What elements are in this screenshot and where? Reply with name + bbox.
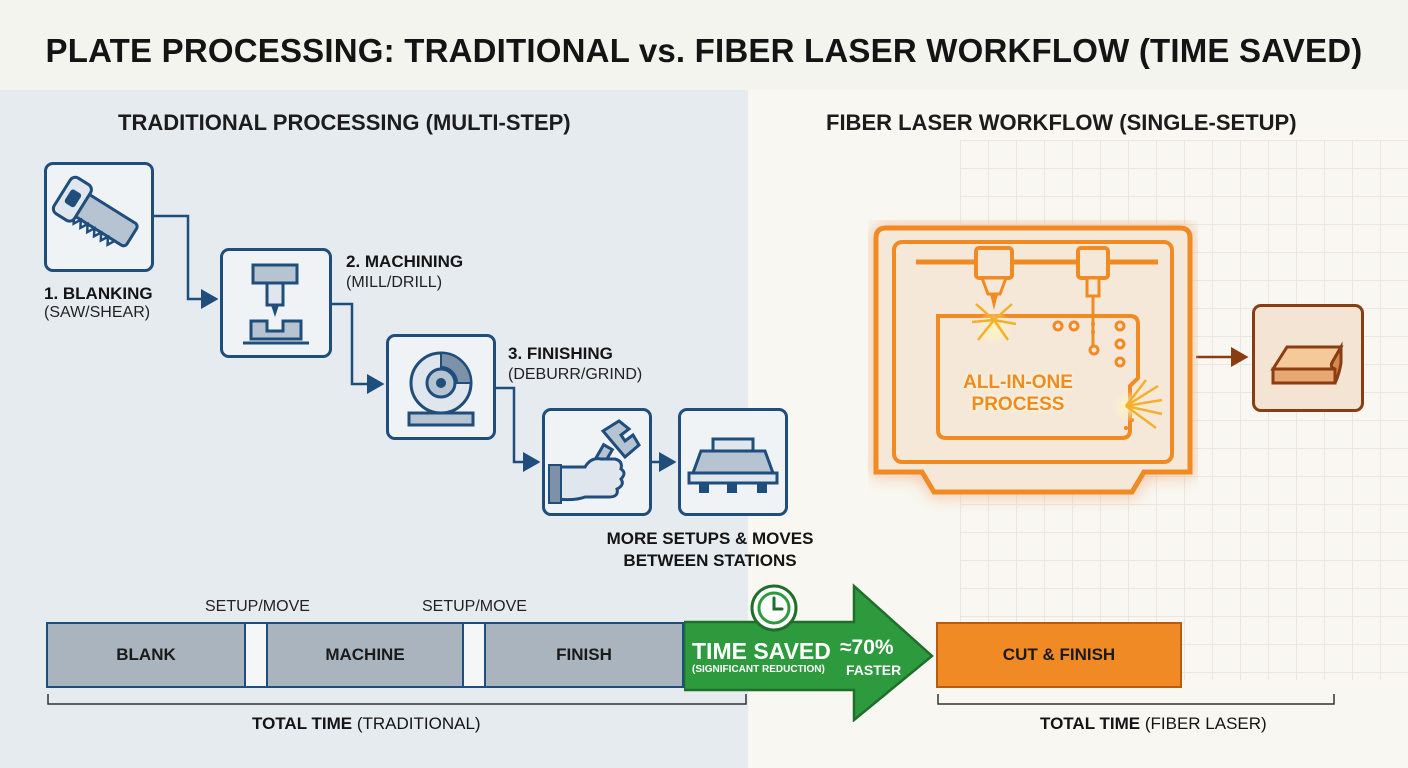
time-saved-percent: ≈70% xyxy=(840,636,894,659)
total-time-traditional-bold: TOTAL TIME xyxy=(252,714,353,733)
all-in-one-line-2: PROCESS xyxy=(971,394,1065,415)
saw-icon xyxy=(51,175,139,248)
finished-part-box xyxy=(1252,304,1364,412)
mill-icon xyxy=(243,263,309,345)
time-saved-arrow xyxy=(684,583,934,722)
timeline-gap-1 xyxy=(246,622,266,688)
time-saved-title: TIME SAVED xyxy=(692,638,831,664)
traditional-heading: TRADITIONAL PROCESSING (MULTI-STEP) xyxy=(118,110,571,135)
step-2-sub: (MILL/DRILL) xyxy=(346,274,443,291)
grinder-icon xyxy=(407,351,475,427)
finished-part-icon xyxy=(1270,341,1344,385)
station-table-icon xyxy=(687,437,779,493)
timeline-gap-2 xyxy=(464,622,484,688)
manual-work-box xyxy=(542,408,652,516)
total-time-laser: TOTAL TIME (FIBER LASER) xyxy=(1040,714,1267,734)
finishing-box xyxy=(386,334,496,440)
total-time-laser-bold: TOTAL TIME xyxy=(1040,714,1141,733)
timeline-segment-cut-finish: CUT & FINISH xyxy=(936,622,1182,688)
total-time-traditional-rest: (TRADITIONAL) xyxy=(352,714,481,733)
hand-wrench-icon xyxy=(548,419,641,504)
timeline-segment-finish: FINISH xyxy=(484,622,684,688)
arrow-machine-to-finish xyxy=(332,302,385,394)
arrow-finish-to-hand xyxy=(496,386,541,472)
step-1-title: 1. BLANKING xyxy=(44,284,153,303)
blanking-box xyxy=(44,162,154,272)
setups-note: MORE SETUPS & MOVES BETWEEN STATIONS xyxy=(590,528,830,572)
step-3-sub: (DEBURR/GRIND) xyxy=(508,366,643,383)
total-time-laser-rest: (FIBER LASER) xyxy=(1140,714,1267,733)
step-3-title: 3. FINISHING xyxy=(508,344,613,363)
timeline-segment-machine: MACHINE xyxy=(266,622,464,688)
setup-move-label-2: SETUP/MOVE xyxy=(422,598,527,615)
setups-note-line-2: BETWEEN STATIONS xyxy=(623,551,797,570)
all-in-one-label: ALL-IN-ONE PROCESS xyxy=(938,372,1098,416)
arrow-blank-to-machine xyxy=(154,214,219,309)
step-1-sub: (SAW/SHEAR) xyxy=(44,304,151,321)
clock-icon xyxy=(750,584,798,632)
step-2-title: 2. MACHINING xyxy=(346,252,464,271)
page-title: PLATE PROCESSING: TRADITIONAL vs. FIBER … xyxy=(45,32,1363,69)
station-box xyxy=(678,408,788,516)
all-in-one-line-1: ALL-IN-ONE xyxy=(963,372,1073,393)
time-saved-faster: FASTER xyxy=(846,662,902,678)
setup-move-label-1: SETUP/MOVE xyxy=(205,598,310,615)
laser-heading: FIBER LASER WORKFLOW (SINGLE-SETUP) xyxy=(826,110,1297,135)
time-saved-sub: (SIGNIFICANT REDUCTION) xyxy=(692,664,825,675)
setups-note-line-1: MORE SETUPS & MOVES xyxy=(606,529,814,548)
timeline-segment-blank: BLANK xyxy=(46,622,246,688)
laser-machine-icon xyxy=(873,225,1193,495)
machining-box xyxy=(220,248,332,358)
total-time-traditional: TOTAL TIME (TRADITIONAL) xyxy=(252,714,481,734)
